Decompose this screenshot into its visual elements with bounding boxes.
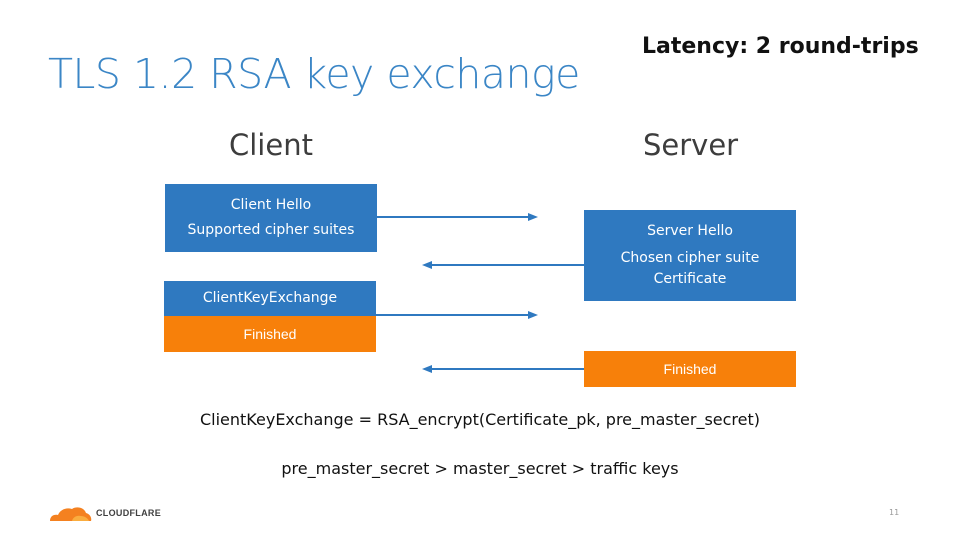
client-hello-box: Client Hello Supported cipher suites	[165, 184, 377, 252]
supported-cipher-suites-label: Supported cipher suites	[187, 222, 355, 238]
server-finished-box: Finished	[584, 351, 796, 387]
client-finished-label: Finished	[243, 325, 297, 342]
key-exchange-formula: ClientKeyExchange = RSA_encrypt(Certific…	[199, 410, 760, 429]
slide-title: TLS 1.2 RSA key exchange	[48, 50, 580, 98]
latency-note: Latency: 2 round-trips	[642, 34, 919, 59]
server-hello-label: Server Hello	[647, 223, 733, 239]
server-hello-box: Server Hello Chosen cipher suite Certifi…	[584, 210, 796, 301]
key-derivation-chain: pre_master_secret > master_secret > traf…	[281, 459, 679, 478]
chosen-cipher-suite-label: Chosen cipher suite	[620, 250, 760, 266]
client-hello-arrow	[377, 213, 538, 221]
certificate-label: Certificate	[653, 271, 727, 287]
server-finished-label: Finished	[663, 360, 717, 377]
client-finished-box: Finished	[164, 316, 376, 352]
page-number: 11	[889, 508, 900, 517]
server-finished-arrow	[422, 365, 584, 373]
server-column-header: Server	[643, 128, 739, 162]
cloud-icon	[50, 507, 92, 521]
server-hello-arrow	[422, 261, 584, 269]
client-key-exchange-box: ClientKeyExchange	[164, 281, 376, 316]
client-finished-arrow	[376, 311, 538, 319]
client-column-header: Client	[229, 128, 313, 162]
client-hello-label: Client Hello	[230, 197, 312, 213]
brand-name: CLOUDFLARE	[96, 508, 161, 518]
client-key-exchange-label: ClientKeyExchange	[202, 290, 338, 306]
cloudflare-logo: CLOUDFLARE	[48, 504, 161, 522]
